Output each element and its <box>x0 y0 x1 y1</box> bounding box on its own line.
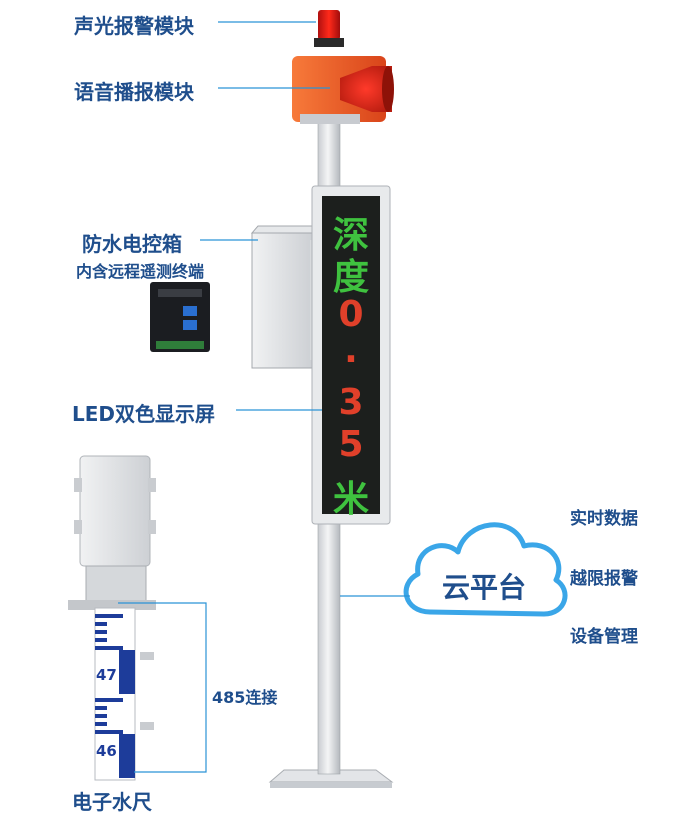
alarm-light <box>314 10 344 47</box>
label-control-box-sub: 内含远程遥测终端 <box>76 262 205 281</box>
gauge-mark-46: 46 <box>96 742 117 760</box>
telemetry-terminal <box>150 282 210 352</box>
cloud-feature-realtime: 实时数据 <box>570 509 638 529</box>
control-box <box>250 225 320 369</box>
label-alarm-module: 声光报警模块 <box>74 14 194 38</box>
label-connection: 485连接 <box>212 688 278 707</box>
led-digit-4: 5 <box>338 424 364 465</box>
led-digit-3: 3 <box>338 382 364 423</box>
led-char-1: 深 <box>332 215 369 256</box>
gauge-mark-47: 47 <box>96 666 117 684</box>
cloud-shape <box>403 522 568 617</box>
voice-speaker <box>292 56 394 124</box>
led-unit: 米 <box>332 479 369 520</box>
pole-base <box>268 769 394 788</box>
led-char-2: 度 <box>332 257 369 298</box>
label-control-box: 防水电控箱 <box>82 232 182 256</box>
label-water-gauge: 电子水尺 <box>72 790 152 814</box>
led-screen-frame <box>311 185 391 525</box>
label-voice-module: 语音播报模块 <box>74 80 194 104</box>
leader-lines <box>118 21 410 773</box>
cloud-title: 云平台 <box>442 571 527 604</box>
water-gauge-assembly <box>68 455 156 781</box>
led-digit-1: 0 <box>338 294 364 335</box>
cloud-feature-alarm: 越限报警 <box>570 569 638 589</box>
label-led-screen: LED双色显示屏 <box>72 402 216 426</box>
led-digit-2: . <box>344 330 358 371</box>
cloud-feature-device: 设备管理 <box>570 627 638 647</box>
